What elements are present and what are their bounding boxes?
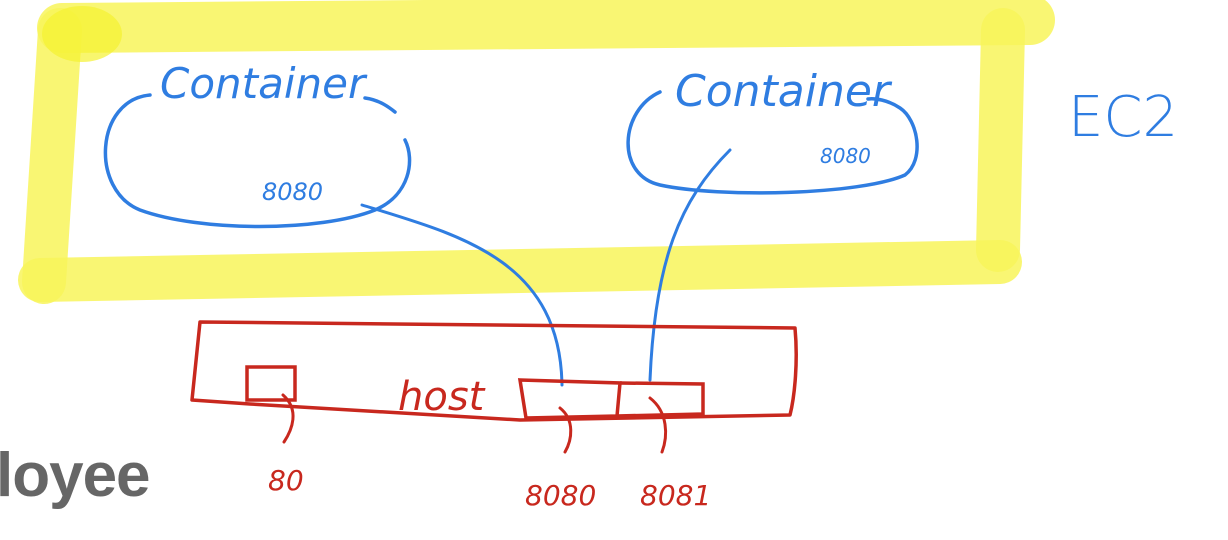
left-port-connection-line	[360, 203, 564, 387]
host-label: host	[398, 374, 486, 420]
left-container-label: Container	[160, 59, 368, 108]
host-port-8080-box	[517, 378, 622, 420]
host-box-outline	[190, 320, 798, 422]
right-port-connection-line	[648, 148, 732, 382]
highlight-left-stroke	[22, 8, 82, 304]
left-container-outline	[103, 93, 412, 229]
background-heading-fragment: loyee	[0, 441, 151, 510]
right-container-port-label: 8080	[820, 144, 871, 168]
highlight-dot	[42, 6, 122, 62]
host-port-8080-label: 8080	[525, 479, 596, 512]
highlight-right-stroke	[976, 8, 1025, 272]
host-port-80-label: 80	[268, 464, 304, 497]
port-8080-pointer	[558, 406, 573, 454]
host-port-8081-label: 8081	[640, 479, 711, 512]
highlight-bottom-stroke	[18, 240, 1022, 302]
ec2-label: EC2	[1068, 85, 1178, 150]
host-port-8081-box	[616, 381, 705, 418]
ec2-highlight-frame	[18, 0, 1055, 304]
right-container-label: Container	[675, 66, 893, 117]
host-port-80-box	[245, 365, 297, 402]
highlight-top-stroke	[37, 0, 1055, 53]
port-8081-pointer	[648, 396, 668, 454]
left-container-port-label: 8080	[262, 178, 323, 206]
right-container-outline	[626, 90, 919, 195]
port-80-pointer	[281, 393, 295, 444]
